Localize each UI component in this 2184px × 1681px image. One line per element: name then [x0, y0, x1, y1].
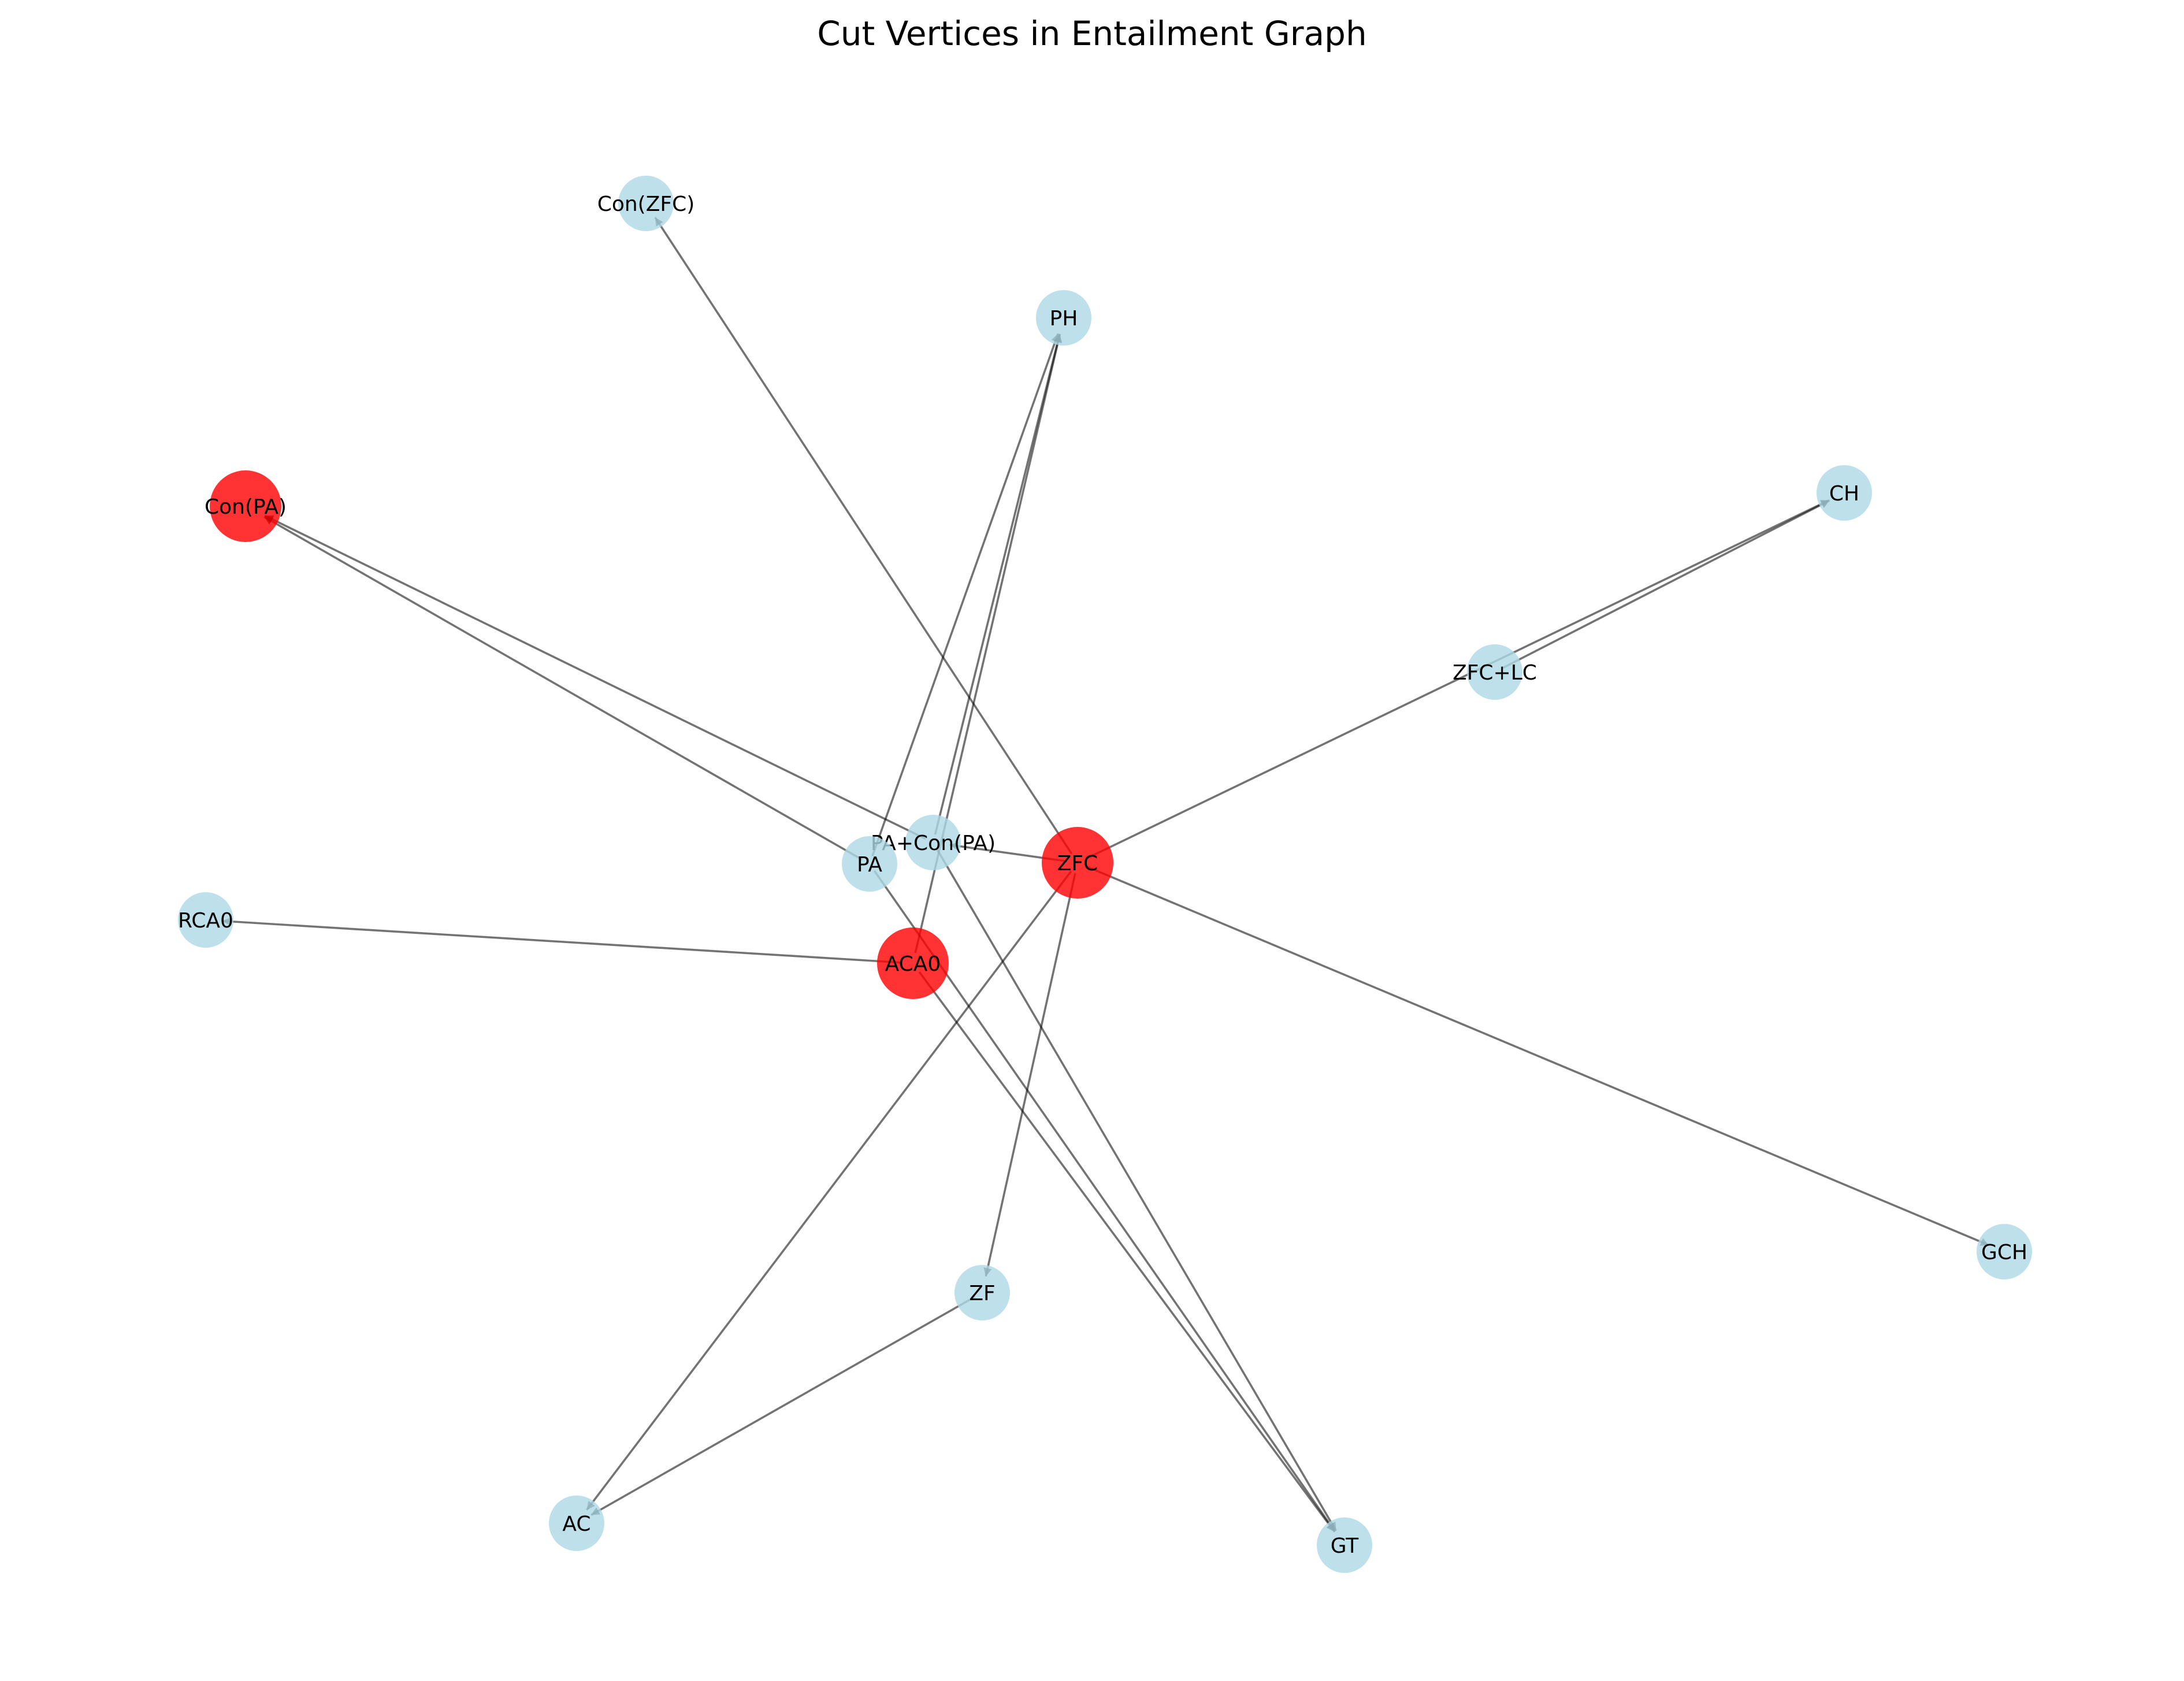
- edge-pa-to-gt: [873, 870, 1336, 1532]
- edge-pa-con-pa-to-gt: [936, 849, 1338, 1532]
- node-pa: PA: [842, 836, 897, 892]
- node-circle: [1977, 1224, 2032, 1279]
- node-zfc-lc: ZFC+LC: [1453, 644, 1537, 700]
- edge-zfc-to-ch: [1086, 499, 1830, 859]
- node-circle: [549, 1496, 604, 1551]
- edge-pa-to-con-pa: [263, 515, 863, 861]
- node-label: ZFC+LC: [1453, 661, 1537, 685]
- node-label: ZFC: [1057, 852, 1098, 875]
- node-circle: [178, 892, 233, 948]
- edge-pa-con-pa-to-con-pa: [264, 514, 926, 840]
- node-label: AC: [562, 1512, 590, 1536]
- edges-layer: [222, 217, 1990, 1532]
- node-zfc: ZFC: [1042, 827, 1113, 899]
- node-circle: [842, 836, 897, 892]
- node-label: PH: [1050, 307, 1078, 331]
- graph-title: Cut Vertices in Entailment Graph: [817, 14, 1366, 53]
- edge-zfc-to-ac: [585, 870, 1072, 1511]
- node-con-pa: Con(PA): [205, 470, 287, 542]
- node-label: PA: [857, 853, 882, 877]
- edge-aca0-to-rca0: [222, 917, 902, 964]
- cut-vertex-circle: [210, 470, 281, 542]
- node-ph: PH: [1036, 290, 1091, 346]
- node-aca0: ACA0: [877, 927, 949, 999]
- node-ac: AC: [549, 1496, 604, 1551]
- node-ch: CH: [1817, 465, 1872, 521]
- edge-pa-to-ph: [871, 333, 1060, 857]
- node-label: Con(PA): [205, 495, 287, 519]
- node-circle: [1817, 465, 1872, 521]
- node-circle: [1317, 1517, 1372, 1573]
- edge-zfc-to-gch: [1087, 866, 1990, 1246]
- node-circle: [1467, 644, 1522, 700]
- edge-zfc-to-con-zfc: [654, 217, 1073, 855]
- node-label: ACA0: [885, 952, 941, 976]
- edge-zfc-lc-to-ch: [1501, 499, 1830, 670]
- node-circle: [954, 1265, 1010, 1320]
- node-label: ZF: [969, 1282, 995, 1305]
- node-rca0: RCA0: [178, 892, 233, 948]
- node-label: GCH: [1981, 1241, 2027, 1264]
- node-zf: ZF: [954, 1265, 1010, 1320]
- edge-zf-to-ac: [590, 1296, 976, 1516]
- node-circle: [618, 176, 674, 231]
- node-gt: GT: [1317, 1517, 1372, 1573]
- node-label: CH: [1829, 482, 1859, 506]
- node-label: Con(ZFC): [597, 192, 695, 216]
- node-circle: [905, 815, 961, 870]
- edge-aca0-to-gt: [918, 971, 1336, 1532]
- node-circle: [1036, 290, 1091, 346]
- cut-vertex-circle: [877, 927, 949, 999]
- node-label: RCA0: [178, 909, 233, 933]
- node-label: GT: [1331, 1534, 1360, 1558]
- node-pa-con-pa: PA+Con(PA): [871, 815, 996, 870]
- edge-pa-con-pa-to-ph: [934, 333, 1062, 835]
- node-gch: GCH: [1977, 1224, 2032, 1279]
- nodes-layer: Con(ZFC) PH Con(PA) CH ZFC+LC PA+Con(PA)PA ZFC…: [178, 176, 2032, 1573]
- cut-vertex-circle: [1042, 827, 1113, 899]
- edge-zfc-to-zf: [983, 873, 1076, 1277]
- node-con-zfc: Con(ZFC): [597, 176, 695, 231]
